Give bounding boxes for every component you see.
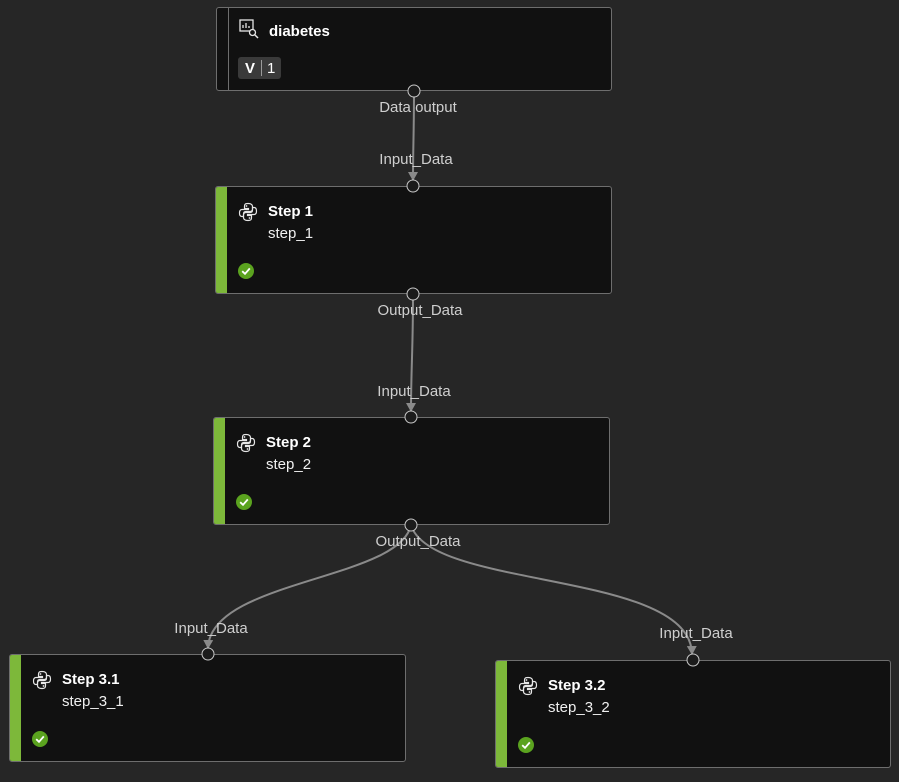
step-name: step_1 [268, 225, 314, 242]
step2-input-label: Input_Data [377, 383, 451, 400]
step1-input-port[interactable] [406, 179, 420, 193]
step-name: step_3_1 [62, 693, 124, 710]
version-separator [261, 60, 263, 76]
status-success-icon [236, 494, 252, 510]
step-accent-bar [216, 187, 227, 293]
step-node-step-3-2[interactable]: Step 3.2 step_3_2 [495, 660, 891, 768]
dataset-node-bar [217, 8, 229, 90]
step3-2-input-port[interactable] [686, 653, 700, 667]
step-title: Step 2 [266, 434, 312, 451]
edge-step1-to-step2[interactable] [406, 293, 417, 412]
step1-input-label: Input_Data [379, 151, 453, 168]
edge-dataset-to-step1[interactable] [408, 90, 419, 181]
dataset-output-label: Data output [379, 99, 457, 116]
step1-output-label: Output_Data [377, 302, 463, 319]
version-number: 1 [267, 59, 276, 77]
python-icon [32, 670, 52, 690]
step-accent-bar [496, 661, 507, 767]
status-success-icon [32, 731, 48, 747]
python-icon [518, 676, 538, 696]
step-name: step_3_2 [548, 699, 610, 716]
dataset-icon [239, 19, 259, 39]
status-success-icon [238, 263, 254, 279]
step-accent-bar [214, 418, 225, 524]
dataset-title: diabetes [269, 23, 330, 40]
version-badge: V 1 [238, 57, 282, 79]
step3-2-input-label: Input_Data [659, 625, 733, 642]
step-title: Step 1 [268, 203, 314, 220]
python-icon [238, 202, 258, 222]
status-success-icon [518, 737, 534, 753]
step1-output-port[interactable] [406, 287, 420, 301]
edge-step2-to-step3-1[interactable] [203, 524, 412, 649]
step-title: Step 3.2 [548, 677, 606, 694]
step-node-step-1[interactable]: Step 1 step_1 [215, 186, 612, 294]
step-title: Step 3.1 [62, 671, 120, 688]
step3-1-input-port[interactable] [201, 647, 215, 661]
python-icon [236, 433, 256, 453]
step-node-step-2[interactable]: Step 2 step_2 [213, 417, 610, 525]
edge-step2-to-step3-2[interactable] [410, 524, 697, 655]
step3-1-input-label: Input_Data [174, 620, 248, 637]
version-prefix: V [245, 59, 256, 77]
dataset-node-diabetes[interactable]: diabetes V 1 [216, 7, 612, 91]
step2-input-port[interactable] [404, 410, 418, 424]
step2-output-label: Output_Data [375, 533, 461, 550]
step2-output-port[interactable] [404, 518, 418, 532]
step-node-step-3-1[interactable]: Step 3.1 step_3_1 [9, 654, 406, 762]
dataset-output-port[interactable] [407, 84, 421, 98]
step-accent-bar [10, 655, 21, 761]
step-name: step_2 [266, 456, 312, 473]
